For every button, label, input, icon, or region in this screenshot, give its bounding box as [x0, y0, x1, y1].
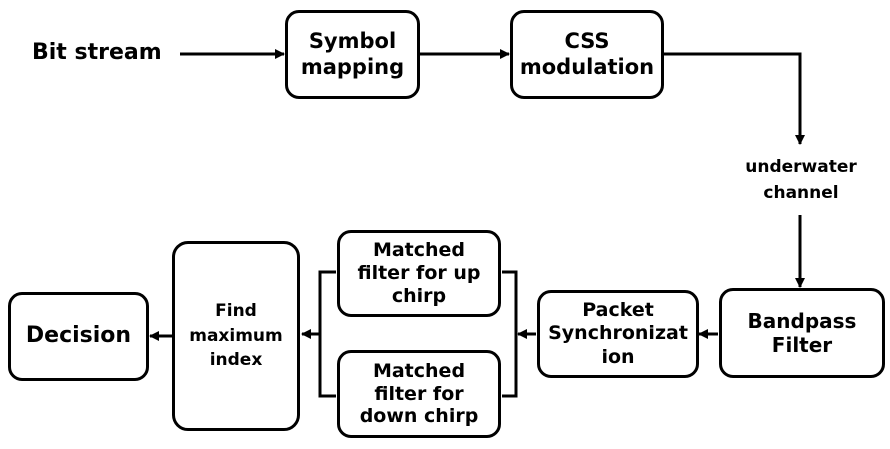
matched-filter-up-chirp-block: Matched filter for up chirp	[337, 230, 501, 317]
css-modulation-block: CSS modulation	[510, 10, 664, 99]
symbol-mapping-block: Symbol mapping	[285, 10, 420, 99]
find-maximum-index-block: Find maximum index	[172, 241, 300, 431]
matched-filter-down-chirp-block: Matched filter for down chirp	[337, 350, 501, 438]
packet-synchronization-block: Packet Synchronization	[537, 290, 699, 378]
bracket-right-matched	[502, 270, 518, 398]
arrow-css-to-channel	[664, 52, 805, 145]
decision-block: Decision	[8, 292, 149, 381]
bracket-left-matched	[318, 270, 336, 398]
bandpass-filter-block: Bandpass Filter	[719, 288, 885, 378]
underwater-channel-label: underwater channel	[745, 157, 857, 203]
bit-stream-label: Bit stream	[32, 40, 162, 65]
